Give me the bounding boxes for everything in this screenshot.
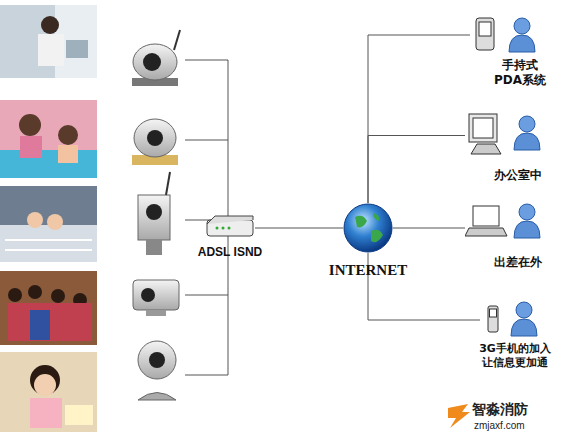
photo [0, 271, 97, 345]
photo [0, 5, 97, 78]
router: ADSL ISND [205, 214, 255, 242]
photo [0, 352, 97, 432]
node-icon [205, 214, 255, 242]
watermark: 智淼消防 [472, 401, 528, 419]
photo [0, 186, 97, 262]
phone-user: 3G手机的加入 让信息更加通 [480, 300, 550, 340]
office-user: 办公室中 [465, 108, 550, 163]
node-label: 办公室中 [487, 168, 549, 183]
watermark-logo [448, 404, 470, 428]
network-link [393, 228, 465, 229]
node-icon [480, 300, 550, 340]
node-label: 出差在外 [487, 255, 549, 270]
node-label: 手持式 PDA系统 [490, 58, 550, 88]
camera [132, 30, 180, 86]
camera [138, 341, 176, 400]
internet-globe: INTERNET [343, 203, 393, 253]
watermark: zmjaxf.com [474, 420, 525, 431]
camera [132, 119, 178, 165]
node-icon [343, 203, 393, 253]
node-label: ADSL ISND [193, 245, 267, 260]
network-link [368, 136, 465, 204]
node-icon [470, 12, 550, 58]
photo [0, 100, 97, 178]
node-icon [465, 200, 550, 245]
pda-user: 手持式 PDA系统 [470, 12, 550, 58]
camera [133, 280, 179, 316]
camera [138, 172, 170, 255]
node-icon [465, 108, 550, 163]
travel-user: 出差在外 [465, 200, 550, 245]
network-link [368, 35, 470, 203]
node-label: INTERNET [311, 261, 425, 280]
network-link [255, 228, 343, 229]
node-label: 3G手机的加入 让信息更加通 [474, 342, 556, 370]
